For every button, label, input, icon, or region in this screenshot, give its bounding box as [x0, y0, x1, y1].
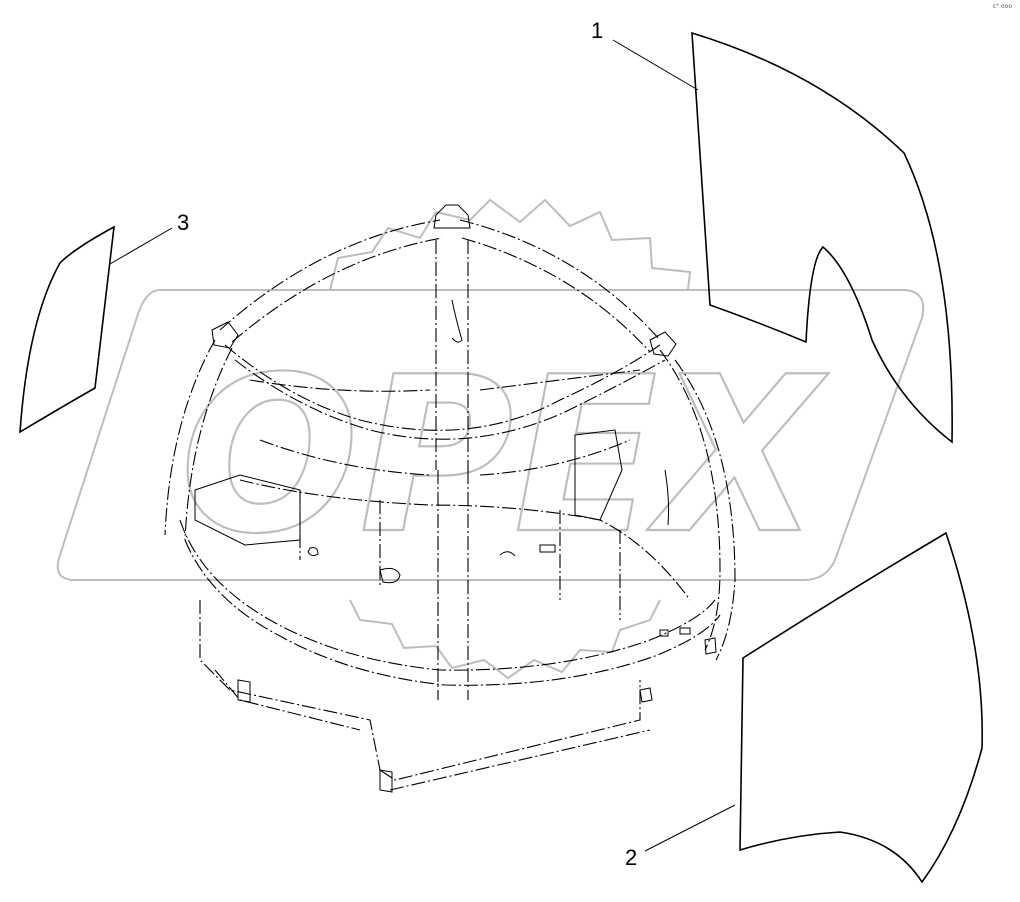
corner-mark: c° ooo: [992, 3, 1012, 10]
callout-2: 2: [625, 845, 638, 870]
cab-frame-details: [194, 204, 717, 793]
part-1-glass-panel: [691, 31, 953, 444]
leader-line-2: [644, 804, 736, 852]
watermark: OPEX: [56, 198, 925, 680]
right-corner-bracket: [649, 331, 677, 357]
part-2-glass-panel: [739, 531, 984, 884]
cab-floor: [239, 479, 691, 601]
cab-front-arch: [179, 519, 716, 671]
leader-line-3: [109, 227, 173, 265]
watermark-gear: [329, 198, 692, 291]
watermark-frame: [56, 289, 925, 581]
left-bracket-panel: [194, 474, 301, 546]
cab-left-pillar: [164, 339, 233, 541]
callout-3: 3: [177, 210, 190, 235]
callout-1: 1: [591, 18, 604, 43]
right-bracket-panel: [574, 429, 623, 521]
cab-base: [199, 600, 641, 781]
left-corner-bracket: [211, 321, 239, 349]
leader-line-1: [612, 39, 699, 91]
roof-top-bracket: [433, 204, 471, 229]
part-3-glass-panel: [19, 225, 115, 434]
cab-center-post: [435, 240, 469, 700]
leader-lines: [109, 39, 736, 852]
cab-right-pillar: [659, 349, 736, 661]
cab-roof-right-arc: [459, 219, 661, 353]
cab-roof-left-arc: [219, 219, 443, 343]
watermark-text: OPEX: [180, 330, 829, 581]
cab-roof-rear-arc: [224, 344, 661, 431]
